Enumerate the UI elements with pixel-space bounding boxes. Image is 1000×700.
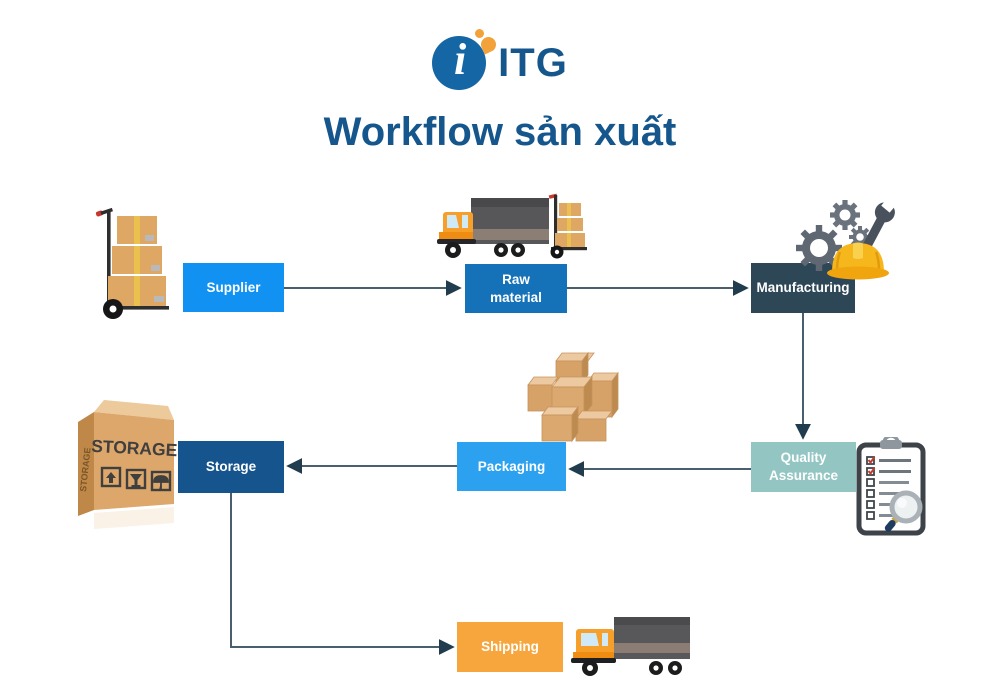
logo: i ITG <box>0 29 1000 90</box>
cardboard-box-pile-icon <box>527 351 619 443</box>
logo-orange-dot-icon <box>475 29 485 38</box>
node-raw-material: Raw material <box>465 264 567 313</box>
node-quality-assurance: Quality Assurance <box>751 442 856 492</box>
storage-crate-icon: STORAGE STORAGE <box>78 400 178 529</box>
node-storage: Storage <box>178 441 284 493</box>
node-manufacturing: Manufacturing <box>751 263 855 313</box>
node-shipping: Shipping <box>457 622 563 672</box>
node-packaging: Packaging <box>457 442 566 491</box>
logo-letter: i <box>454 35 467 84</box>
logo-brand-text: ITG <box>498 40 568 85</box>
storage-crate-label: STORAGE <box>91 436 178 460</box>
storage-crate-side-label: STORAGE <box>78 447 93 492</box>
page-title: Workflow sản xuất <box>323 110 677 154</box>
cargo-truck-icon <box>571 617 690 676</box>
arrow-storage-to-shipping <box>230 493 455 655</box>
logo-circle: i <box>432 35 487 90</box>
gears-wrench-hardhat-icon <box>796 197 896 280</box>
delivery-truck-icon <box>437 193 587 259</box>
hand-truck-icon <box>95 207 169 319</box>
logo-mark-icon: i <box>432 29 499 90</box>
node-supplier: Supplier <box>183 263 284 312</box>
clipboard-checklist-icon <box>856 437 926 536</box>
